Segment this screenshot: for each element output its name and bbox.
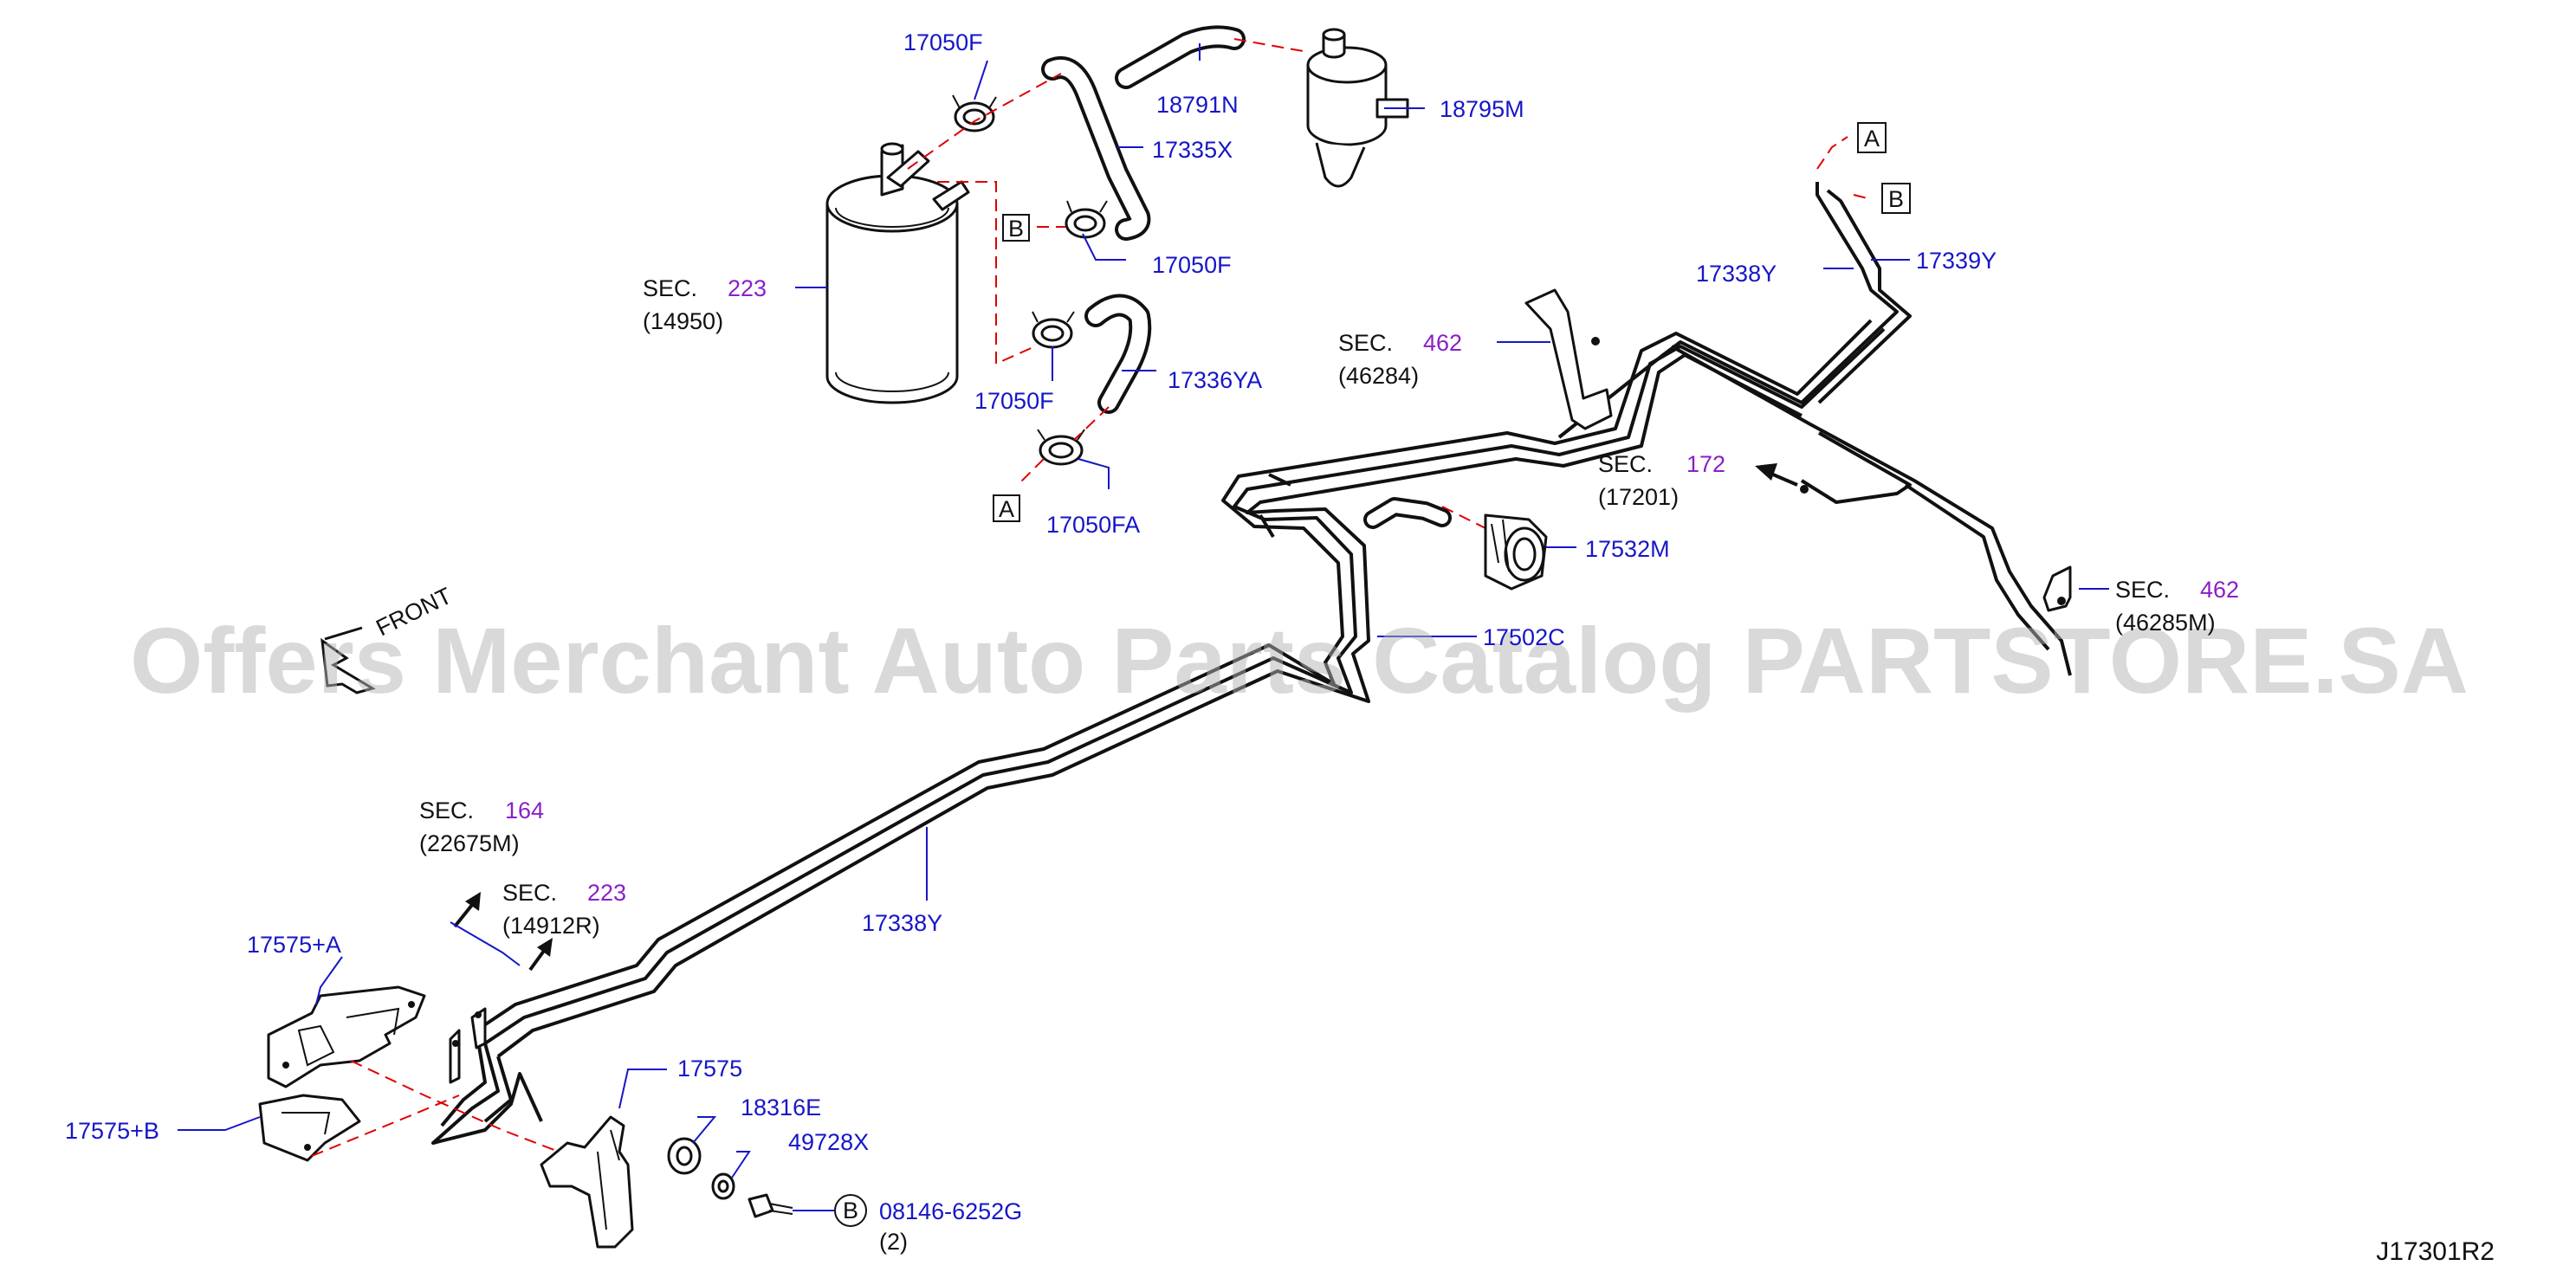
label-17050F-low[interactable]: 17050F [974, 388, 1054, 414]
label-17335X[interactable]: 17335X [1152, 137, 1233, 163]
arrow-sec172 [1755, 463, 1809, 494]
arrow-sec164 [453, 892, 481, 928]
svg-text:SEC.: SEC. [2115, 577, 2170, 603]
ref-box-A-low: A [993, 494, 1020, 522]
bushing-18316E-drawing [667, 1137, 702, 1175]
svg-text:SEC.: SEC. [419, 797, 474, 823]
hose-17335X-drawing [1041, 56, 1151, 241]
svg-text:B: B [1888, 186, 1904, 212]
bracket-46285M-drawing [2042, 565, 2072, 612]
ref-box-A-right: A [1857, 122, 1887, 153]
svg-text:(14912R): (14912R) [502, 913, 600, 939]
sec-ref-164[interactable]: SEC. 164 (22675M) [419, 797, 544, 856]
bracket-17575A-drawing [267, 985, 426, 1088]
bracket-46284-drawing [1524, 288, 1613, 430]
label-08146-6252G[interactable]: 08146-6252G [879, 1198, 1022, 1224]
svg-text:(14950): (14950) [643, 308, 723, 334]
hose-17336YA-drawing [1084, 294, 1152, 414]
grommet-17532M-drawing [1484, 513, 1548, 591]
collar-49728X-drawing [711, 1172, 735, 1200]
label-17502C[interactable]: 17502C [1483, 624, 1565, 650]
label-17575A[interactable]: 17575+A [247, 932, 341, 958]
ref-circle-B-letter: B [843, 1198, 858, 1224]
watermark: Offers Merchant Auto Parts Catalog PARTS… [130, 608, 2469, 713]
leader-lines [178, 43, 2109, 1227]
label-17338Y-top[interactable]: 17338Y [1696, 261, 1777, 287]
label-08146-qty: (2) [879, 1229, 908, 1255]
svg-text:164: 164 [505, 797, 544, 823]
svg-text:SEC.: SEC. [643, 275, 697, 301]
fuel-tube-assembly [431, 182, 2072, 1145]
label-17050F-mid[interactable]: 17050F [1152, 252, 1232, 278]
clamp-drawings [952, 94, 1108, 466]
label-17575[interactable]: 17575 [677, 1056, 742, 1082]
label-17336YA[interactable]: 17336YA [1168, 367, 1262, 393]
svg-text:462: 462 [2200, 577, 2239, 603]
hose-18791N-drawing [1115, 25, 1246, 89]
svg-text:B: B [1008, 216, 1024, 242]
ref-circle-B-icon [834, 1194, 867, 1227]
label-18316E[interactable]: 18316E [741, 1095, 821, 1120]
ref-box-B-right: B [1881, 183, 1911, 214]
bracket-17575B-drawing [258, 1094, 361, 1162]
sec-ref-223-top[interactable]: SEC. 223 (14950) [643, 275, 767, 334]
svg-text:SEC.: SEC. [1338, 330, 1393, 356]
ref-box-B-top: B [1002, 214, 1030, 242]
svg-text:223: 223 [587, 880, 626, 906]
svg-text:A: A [999, 496, 1014, 522]
label-18791N[interactable]: 18791N [1156, 92, 1239, 118]
dashed-links-bottom [311, 1060, 560, 1157]
svg-text:462: 462 [1423, 330, 1462, 356]
label-17339Y[interactable]: 17339Y [1916, 248, 1997, 274]
bolt-08146-drawing [748, 1193, 793, 1218]
svg-text:(22675M): (22675M) [419, 830, 520, 856]
svg-text:A: A [1864, 126, 1880, 152]
label-49728X[interactable]: 49728X [788, 1129, 869, 1155]
label-17338Y-bottom[interactable]: 17338Y [862, 910, 942, 936]
svg-text:SEC.: SEC. [1598, 451, 1653, 477]
svg-text:(46285M): (46285M) [2115, 610, 2216, 636]
sec-ref-462-46284[interactable]: SEC. 462 (46284) [1338, 330, 1462, 389]
label-17532M[interactable]: 17532M [1585, 536, 1670, 562]
sec-ref-172[interactable]: SEC. 172 (17201) [1598, 451, 1725, 510]
label-17050FA[interactable]: 17050FA [1046, 512, 1140, 538]
canister-drawing [825, 142, 970, 404]
label-18795M[interactable]: 18795M [1440, 96, 1524, 122]
diagram-id: J17301R2 [2376, 1237, 2495, 1266]
filter-18795M-drawing [1306, 28, 1409, 188]
label-17575B[interactable]: 17575+B [65, 1118, 159, 1144]
svg-text:SEC.: SEC. [502, 880, 557, 906]
svg-text:(17201): (17201) [1598, 484, 1679, 510]
arrow-sec223-bottom [528, 938, 553, 972]
svg-text:223: 223 [728, 275, 767, 301]
sec-ref-223-bottom[interactable]: SEC. 223 (14912R) [502, 880, 626, 939]
sec-ref-462-46285M[interactable]: SEC. 462 (46285M) [2115, 577, 2239, 636]
bracket-17575-drawing [540, 1115, 634, 1249]
label-17050F-top[interactable]: 17050F [903, 29, 983, 55]
front-sensor-brackets [449, 1007, 487, 1084]
part-labels: 17050F 18791N 18795M 17335X 17050F 17050… [65, 29, 1997, 1255]
svg-text:(46284): (46284) [1338, 363, 1419, 389]
svg-text:172: 172 [1686, 451, 1725, 477]
front-arrow-icon [320, 626, 376, 694]
